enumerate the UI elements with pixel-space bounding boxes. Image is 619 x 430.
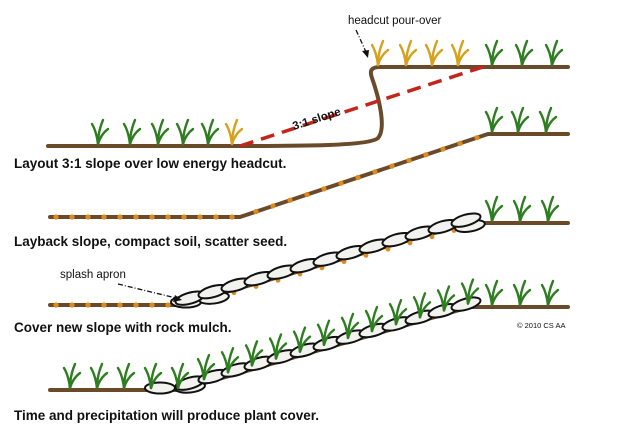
panel-3-caption: Cover new slope with rock mulch.	[14, 320, 232, 335]
panel-4: Time and precipitation will produce plan…	[14, 278, 570, 423]
seed-icon	[355, 174, 361, 181]
seed-icon	[385, 246, 391, 252]
seed-icon	[429, 234, 435, 240]
seed-icon	[372, 169, 378, 175]
seed-icon	[363, 253, 369, 258]
grass-icon	[484, 106, 558, 134]
seed-icon	[406, 157, 412, 164]
seed-icon	[197, 214, 203, 220]
headcut-leader	[355, 29, 367, 53]
panel-1-caption: Layout 3:1 slope over low energy headcut…	[14, 156, 286, 171]
rock-icon	[450, 212, 482, 228]
seed-icon	[389, 163, 395, 169]
seed-icon	[133, 302, 139, 308]
copyright-text: © 2010 CS AA	[517, 321, 565, 330]
seed-icon	[69, 302, 75, 308]
ground-line	[48, 132, 570, 219]
slope-line	[239, 62, 493, 148]
seed-icon	[117, 302, 123, 308]
grass-icon	[116, 362, 136, 390]
seed-icon	[457, 140, 463, 146]
rock-icon	[450, 296, 482, 312]
seed-icon	[53, 135, 480, 220]
seed-icon	[149, 214, 155, 220]
seed-icon	[287, 197, 293, 203]
seed-icon	[101, 214, 107, 220]
dry-grass-icon	[224, 39, 470, 146]
seed-icon	[229, 214, 235, 220]
seed-icon	[270, 203, 276, 209]
grass-icon	[512, 279, 532, 307]
seed-icon	[133, 214, 139, 220]
grass-icon	[62, 362, 82, 390]
grass-icon	[89, 362, 109, 390]
panel-4-caption: Time and precipitation will produce plan…	[14, 408, 319, 423]
seed-icon	[165, 302, 171, 308]
grass-icon	[484, 279, 504, 307]
panel-2-caption: Layback slope, compact soil, scatter see…	[14, 234, 287, 249]
seed-icon	[321, 186, 327, 192]
seed-icon	[253, 209, 259, 215]
panel-3: splash apron Cover new slope with rock m…	[14, 195, 570, 335]
seed-icon	[474, 135, 480, 141]
panel-1: headcut pour-over 3:1 slope Layout 3:1 s…	[14, 15, 570, 171]
splash-apron-arrowhead	[173, 295, 182, 302]
seed-icon	[304, 191, 310, 198]
seed-icon	[85, 302, 91, 308]
seed-icon	[117, 214, 123, 220]
seed-icon	[101, 302, 107, 308]
ground-line	[46, 65, 570, 148]
seed-icon	[407, 240, 413, 246]
headcut-arrowhead	[362, 50, 369, 58]
splash-apron-label: splash apron	[60, 269, 126, 281]
seed-icon	[341, 259, 347, 265]
seed-icon	[423, 152, 429, 158]
seed-icon	[85, 214, 91, 220]
seed-icon	[181, 214, 187, 220]
seed-icon	[440, 146, 446, 152]
grass-icon	[540, 279, 560, 307]
seed-icon	[69, 214, 75, 220]
seed-icon	[53, 214, 59, 220]
seed-icon	[338, 180, 344, 186]
seed-icon	[53, 302, 59, 308]
splash-apron-leader	[117, 283, 177, 299]
seed-icon	[149, 302, 155, 308]
rock-icon	[144, 296, 482, 395]
seed-icon	[165, 214, 171, 220]
panel-2: Layback slope, compact soil, scatter see…	[14, 106, 570, 249]
grass-icon	[484, 195, 560, 223]
seed-icon	[213, 214, 219, 220]
slope-label: 3:1 slope	[291, 106, 342, 133]
headcut-label: headcut pour-over	[348, 15, 442, 27]
